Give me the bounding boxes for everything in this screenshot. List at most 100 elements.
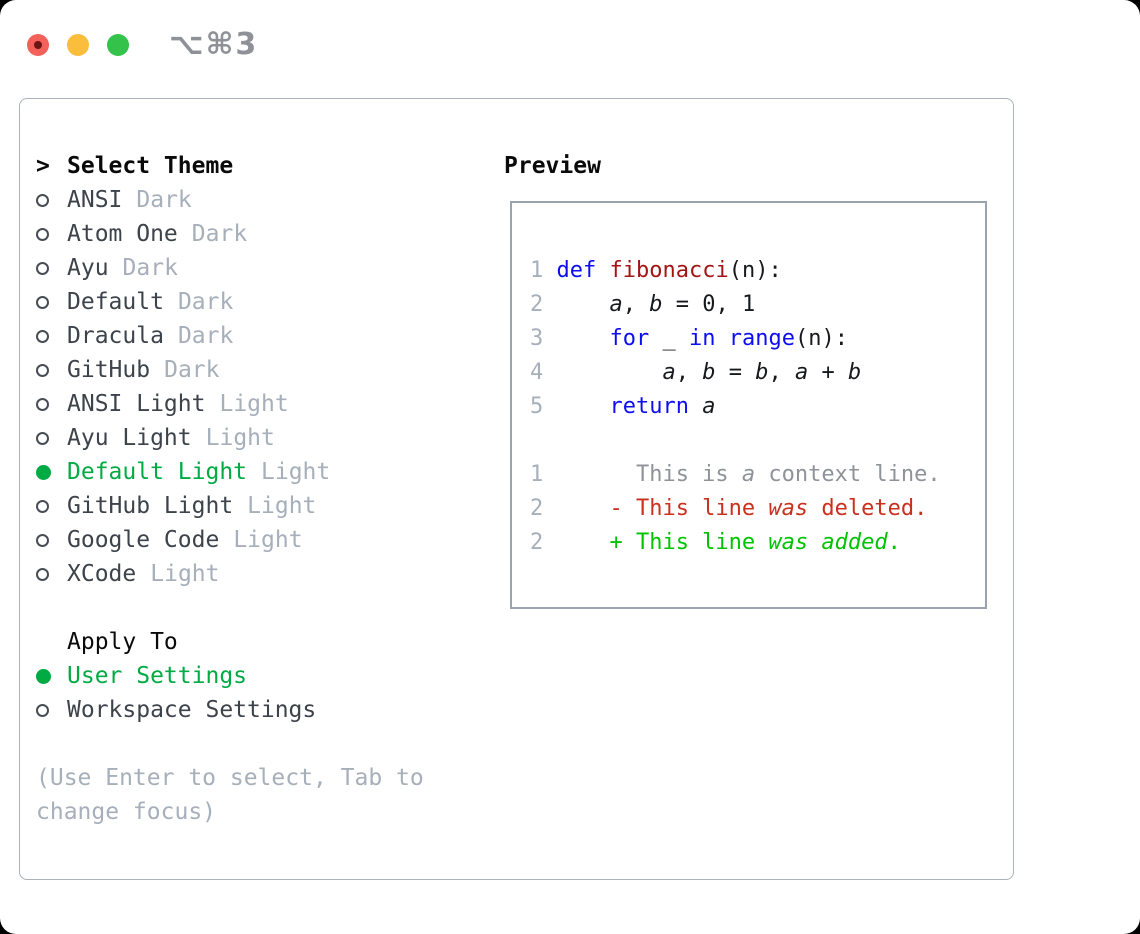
preview-heading-label: Preview (504, 153, 601, 179)
theme-variant: Light (233, 527, 303, 553)
theme-option[interactable]: ANSI Dark (36, 183, 504, 217)
theme-option[interactable]: Dracula Dark (36, 319, 504, 353)
line-number: 2 (530, 291, 544, 317)
code-line: 3 for _ in range(n): (530, 321, 985, 355)
code-token: in (688, 325, 716, 351)
code-token (596, 258, 609, 283)
theme-name: ANSI Light (67, 391, 206, 417)
code-token: b (649, 291, 663, 317)
apply-option-label: User Settings (67, 663, 248, 689)
theme-variant: Dark (164, 357, 220, 383)
radio-icon (36, 261, 49, 275)
code-token: _ (649, 325, 689, 351)
code-token: + This line (556, 529, 769, 555)
radio-icon (36, 295, 49, 309)
theme-variant: Light (150, 561, 220, 587)
select-theme-heading-label: Select Theme (67, 153, 234, 179)
minimize-button[interactable] (67, 33, 89, 56)
line-number: 1 (530, 257, 544, 283)
theme-name: ANSI (67, 187, 123, 213)
code-token: deleted. (808, 495, 928, 521)
apply-option[interactable]: Workspace Settings (36, 693, 504, 727)
close-button[interactable] (27, 33, 49, 56)
line-number: 1 (530, 461, 544, 487)
radio-cell (36, 567, 67, 581)
theme-variant: Light (205, 425, 275, 451)
code-token: def (556, 257, 597, 283)
zoom-button[interactable] (107, 33, 129, 56)
radio-cell (36, 193, 67, 207)
radio-cell (36, 329, 67, 343)
code-token: return (609, 393, 689, 419)
line-number: 3 (530, 325, 544, 351)
theme-name: GitHub (67, 357, 151, 383)
code-token (556, 360, 662, 385)
radio-cell (36, 703, 67, 717)
code-line: 2 a, b = 0, 1 (530, 287, 985, 321)
radio-icon (36, 703, 49, 717)
radio-selected-icon (36, 464, 51, 480)
code-token: context line. (755, 461, 941, 487)
radio-icon (36, 363, 49, 377)
code-token: a (702, 393, 716, 419)
radio-cell (36, 261, 67, 275)
theme-name: Dracula (67, 323, 164, 349)
code-token: a (741, 461, 756, 487)
apply-to-heading-label: Apply To (67, 629, 178, 655)
radio-icon (36, 431, 49, 445)
apply-option[interactable]: User Settings (36, 659, 504, 693)
code-token: + (808, 359, 848, 385)
radio-icon (36, 499, 49, 513)
theme-variant: Dark (136, 187, 192, 213)
code-token: This is (556, 461, 742, 487)
theme-option[interactable]: XCode Light (36, 557, 504, 591)
line-number: 2 (530, 529, 544, 555)
radio-icon (36, 193, 49, 207)
code-token: (n): (794, 325, 848, 351)
theme-variant: Light (247, 493, 317, 519)
theme-option[interactable]: GitHub Dark (36, 353, 504, 387)
radio-icon (36, 567, 49, 581)
window-title: ⌥⌘3 (169, 27, 259, 62)
theme-variant: Dark (177, 323, 234, 349)
code-token: b (847, 359, 862, 385)
radio-cell (36, 397, 67, 411)
theme-name: GitHub Light (67, 493, 234, 519)
code-line: 4 a, b = b, a + b (530, 355, 985, 389)
radio-cell (36, 295, 67, 309)
theme-option[interactable]: GitHub Light Light (36, 489, 504, 523)
added-line: 2 + This line was added. (530, 525, 985, 559)
code-token: (n): (728, 257, 782, 283)
blank-line (530, 219, 985, 253)
apply-to-heading: Apply To (36, 625, 504, 659)
radio-icon (36, 533, 49, 547)
line-number: 5 (530, 393, 544, 419)
code-token (808, 530, 821, 555)
context-line: 1 This is a context line. (530, 457, 985, 491)
theme-variant: Dark (177, 289, 234, 315)
code-token: b (702, 359, 716, 385)
blank-line (530, 423, 985, 457)
code-token: = 0, 1 (662, 291, 756, 317)
theme-name: XCode (67, 561, 137, 587)
theme-name: Default Light (67, 459, 248, 485)
code-token (689, 394, 702, 419)
code-token: was (768, 529, 809, 555)
code-token: . (887, 529, 901, 555)
code-token: a (609, 291, 623, 317)
